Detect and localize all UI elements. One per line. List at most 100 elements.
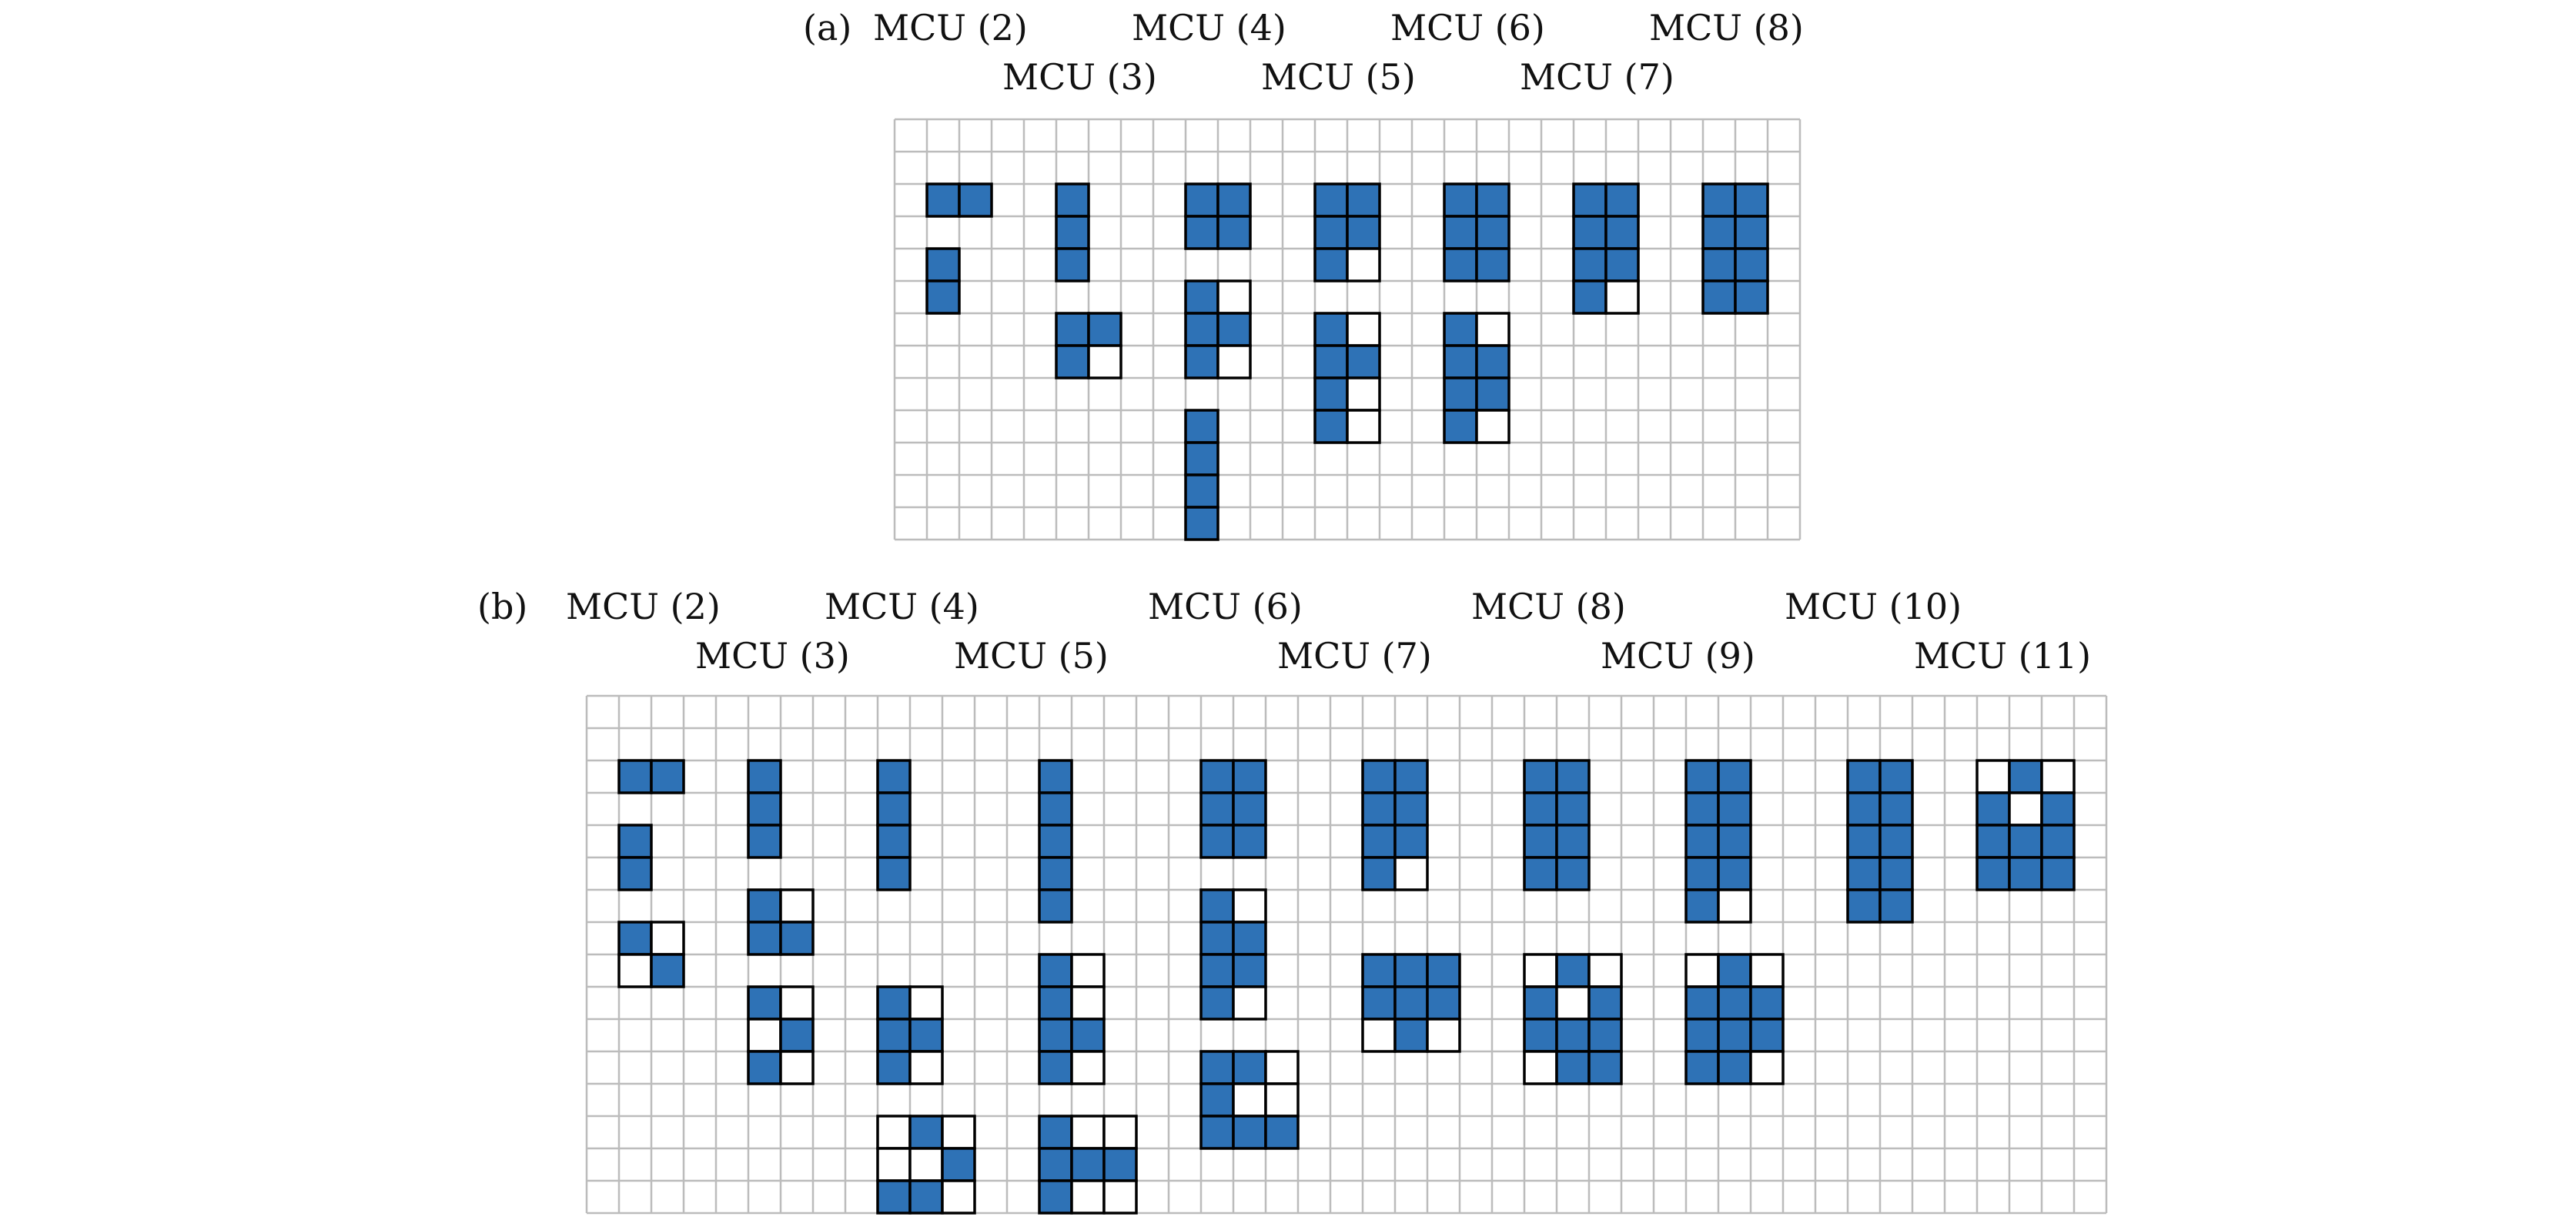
- filled-cell: [1878, 888, 1914, 924]
- shape-mcu-3: [1055, 182, 1090, 282]
- filled-cell: [1846, 824, 1882, 859]
- empty-cell: [1587, 953, 1623, 988]
- shape-mcu-2: [617, 759, 685, 794]
- filled-cell: [617, 921, 653, 956]
- panel-b-label-mcu-6: MCU (6): [1148, 586, 1303, 627]
- filled-cell: [1184, 506, 1219, 541]
- empty-cell: [747, 1018, 782, 1053]
- filled-cell: [1184, 344, 1219, 379]
- filled-cell: [1475, 215, 1510, 250]
- empty-cell: [1604, 279, 1640, 315]
- shape-mcu-2: [617, 921, 685, 988]
- shape-mcu-4: [1184, 409, 1219, 541]
- empty-cell: [1070, 953, 1106, 988]
- shape-mcu-4: [876, 1115, 976, 1215]
- filled-cell: [1555, 1018, 1591, 1053]
- filled-cell: [1393, 791, 1429, 827]
- filled-cell: [1038, 856, 1073, 891]
- filled-cell: [650, 759, 685, 794]
- filled-cell: [1232, 1050, 1267, 1085]
- shape-mcu-8: [1523, 759, 1591, 891]
- filled-cell: [958, 182, 993, 218]
- filled-cell: [1734, 247, 1769, 282]
- panel-a-label-mcu-8: MCU (8): [1649, 7, 1804, 48]
- panel-b-label-mcu-5: MCU (5): [954, 635, 1109, 677]
- empty-cell: [876, 1115, 912, 1150]
- filled-cell: [925, 279, 961, 315]
- shape-mcu-6: [1443, 312, 1510, 444]
- shape-mcu-9: [1684, 953, 1785, 1085]
- filled-cell: [1232, 921, 1267, 956]
- panel-b-tag: (b): [477, 586, 527, 627]
- filled-cell: [1443, 344, 1478, 379]
- filled-cell: [2040, 824, 2076, 859]
- filled-cell: [1846, 856, 1882, 891]
- shape-mcu-3: [1055, 312, 1122, 379]
- filled-cell: [1975, 856, 2011, 891]
- filled-cell: [1055, 312, 1090, 347]
- filled-cell: [1443, 409, 1478, 444]
- empty-cell: [1070, 1050, 1106, 1085]
- empty-cell: [1216, 279, 1252, 315]
- filled-cell: [779, 921, 815, 956]
- filled-cell: [1426, 953, 1461, 988]
- filled-cell: [2008, 856, 2043, 891]
- empty-cell: [1717, 888, 1752, 924]
- filled-cell: [1572, 247, 1607, 282]
- filled-cell: [1087, 312, 1122, 347]
- filled-cell: [1878, 791, 1914, 827]
- filled-cell: [747, 888, 782, 924]
- filled-cell: [1717, 953, 1752, 988]
- filled-cell: [1443, 312, 1478, 347]
- filled-cell: [1684, 856, 1720, 891]
- empty-cell: [779, 1050, 815, 1085]
- filled-cell: [1038, 759, 1073, 794]
- filled-cell: [1555, 953, 1591, 988]
- filled-cell: [876, 1050, 912, 1085]
- filled-cell: [1846, 791, 1882, 827]
- shape-mcu-2: [925, 182, 993, 218]
- empty-cell: [908, 1147, 944, 1182]
- filled-cell: [1684, 791, 1720, 827]
- filled-cell: [617, 759, 653, 794]
- filled-cell: [1878, 759, 1914, 794]
- filled-cell: [1184, 182, 1219, 218]
- panel-a: (a) MCU (2) MCU (3) MCU (4) MCU (5) MCU …: [803, 7, 1804, 541]
- filled-cell: [2008, 824, 2043, 859]
- filled-cell: [1734, 215, 1769, 250]
- filled-cell: [1846, 888, 1882, 924]
- empty-cell: [1346, 312, 1381, 347]
- filled-cell: [1717, 985, 1752, 1021]
- shape-mcu-3: [747, 888, 815, 956]
- filled-cell: [1038, 888, 1073, 924]
- empty-cell: [1087, 344, 1122, 379]
- shape-mcu-9: [1684, 759, 1752, 924]
- filled-cell: [1232, 953, 1267, 988]
- filled-cell: [925, 182, 961, 218]
- empty-cell: [1393, 856, 1429, 891]
- filled-cell: [1199, 1050, 1235, 1085]
- filled-cell: [1184, 215, 1219, 250]
- empty-cell: [1070, 1115, 1106, 1150]
- empty-cell: [1426, 1018, 1461, 1053]
- filled-cell: [1975, 791, 2011, 827]
- filled-cell: [1749, 985, 1785, 1021]
- shape-mcu-11: [1975, 759, 2076, 891]
- empty-cell: [1346, 247, 1381, 282]
- shape-mcu-8: [1701, 182, 1769, 315]
- filled-cell: [876, 791, 912, 827]
- filled-cell: [1975, 824, 2011, 859]
- shape-mcu-5: [1313, 182, 1381, 282]
- empty-cell: [617, 953, 653, 988]
- filled-cell: [617, 856, 653, 891]
- filled-cell: [876, 1018, 912, 1053]
- filled-cell: [1038, 985, 1073, 1021]
- filled-cell: [908, 1018, 944, 1053]
- filled-cell: [1313, 215, 1349, 250]
- filled-cell: [1443, 215, 1478, 250]
- filled-cell: [1055, 247, 1090, 282]
- filled-cell: [876, 1179, 912, 1215]
- shape-mcu-8: [1523, 953, 1623, 1085]
- empty-cell: [1475, 409, 1510, 444]
- filled-cell: [1523, 824, 1558, 859]
